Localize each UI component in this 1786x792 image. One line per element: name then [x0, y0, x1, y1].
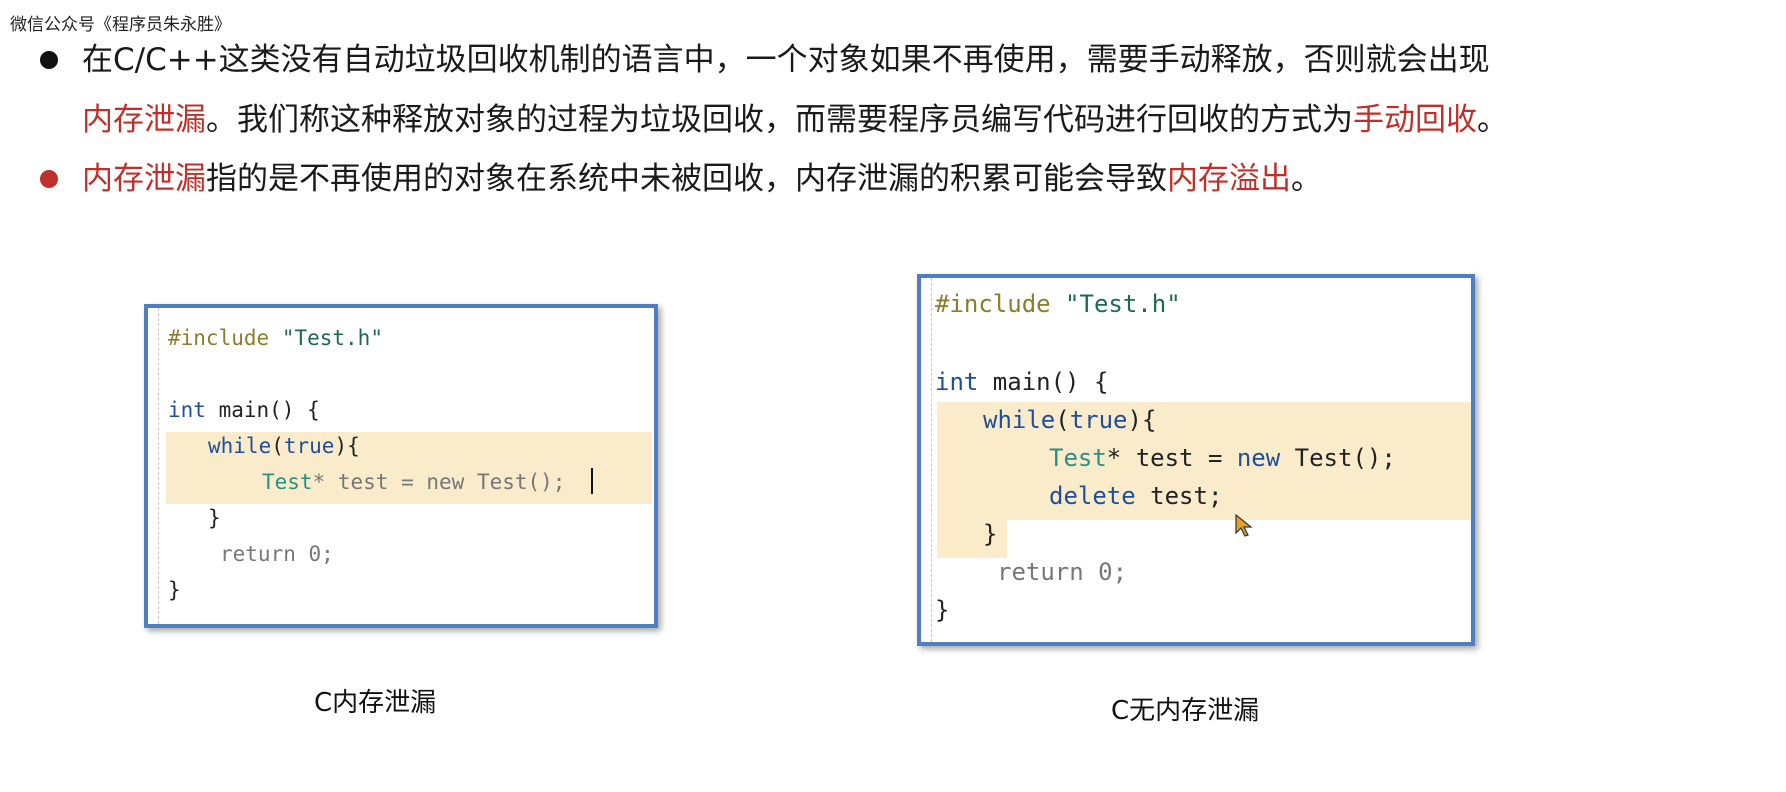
mouse-pointer-icon: [1235, 514, 1253, 537]
bullet-2-end: 。: [1291, 161, 1322, 197]
code-snippet-no-leak: #include "Test.h" int main() { while(tru…: [917, 274, 1475, 646]
text-caret: [591, 468, 593, 494]
bullet-1-line-2-end: 。: [1477, 102, 1508, 138]
code-line-include: #include "Test.h": [935, 290, 1181, 318]
code-line-close-outer: }: [935, 596, 950, 624]
bullet-2-text: 指的是不再使用的对象在系统中未被回收，内存泄漏的积累可能会导致: [206, 161, 1167, 197]
code-line-while: while(true){: [208, 434, 360, 458]
term-memory-overflow: 内存溢出: [1167, 161, 1291, 197]
term-memory-leak: 内存泄漏: [82, 102, 206, 138]
fold-gutter: [158, 308, 159, 624]
code-line-while: while(true){: [983, 406, 1157, 434]
code-line-main: int main() {: [935, 368, 1109, 396]
caption-right: C无内存泄漏: [1111, 696, 1260, 726]
code-highlight: [937, 402, 1471, 520]
code-line-return: return 0;: [220, 542, 334, 566]
code-highlight-tail: [937, 520, 1007, 558]
watermark-text: 微信公众号《程序员朱永胜》: [10, 15, 231, 35]
term-manual-collection: 手动回收: [1353, 102, 1477, 138]
bullet-dot-red-icon: [40, 170, 58, 188]
bullet-1-line-2-text: 。我们称这种释放对象的过程为垃圾回收，而需要程序员编写代码进行回收的方式为: [206, 102, 1353, 138]
code-line-close-inner: }: [983, 520, 998, 548]
code-highlight: [166, 432, 652, 504]
code-line-return: return 0;: [997, 558, 1128, 586]
code-line-new: Test* test = new Test();: [262, 470, 566, 494]
code-snippet-leak: #include "Test.h" int main() { while(tru…: [144, 304, 658, 628]
code-line-close-outer: }: [168, 578, 181, 602]
code-line-delete: delete test;: [1049, 482, 1223, 510]
bullet-1-line-1: 在C/C++这类没有自动垃圾回收机制的语言中，一个对象如果不再使用，需要手动释放…: [82, 42, 1490, 78]
code-line-close-inner: }: [208, 506, 221, 530]
fold-gutter: [931, 278, 932, 642]
code-line-main: int main() {: [168, 398, 320, 422]
term-memory-leak-2: 内存泄漏: [82, 161, 206, 197]
code-line-include: #include "Test.h": [168, 326, 383, 350]
bullet-dot-icon: [40, 51, 58, 69]
code-line-new: Test* test = new Test();: [1049, 444, 1396, 472]
caption-left: C内存泄漏: [314, 688, 437, 718]
